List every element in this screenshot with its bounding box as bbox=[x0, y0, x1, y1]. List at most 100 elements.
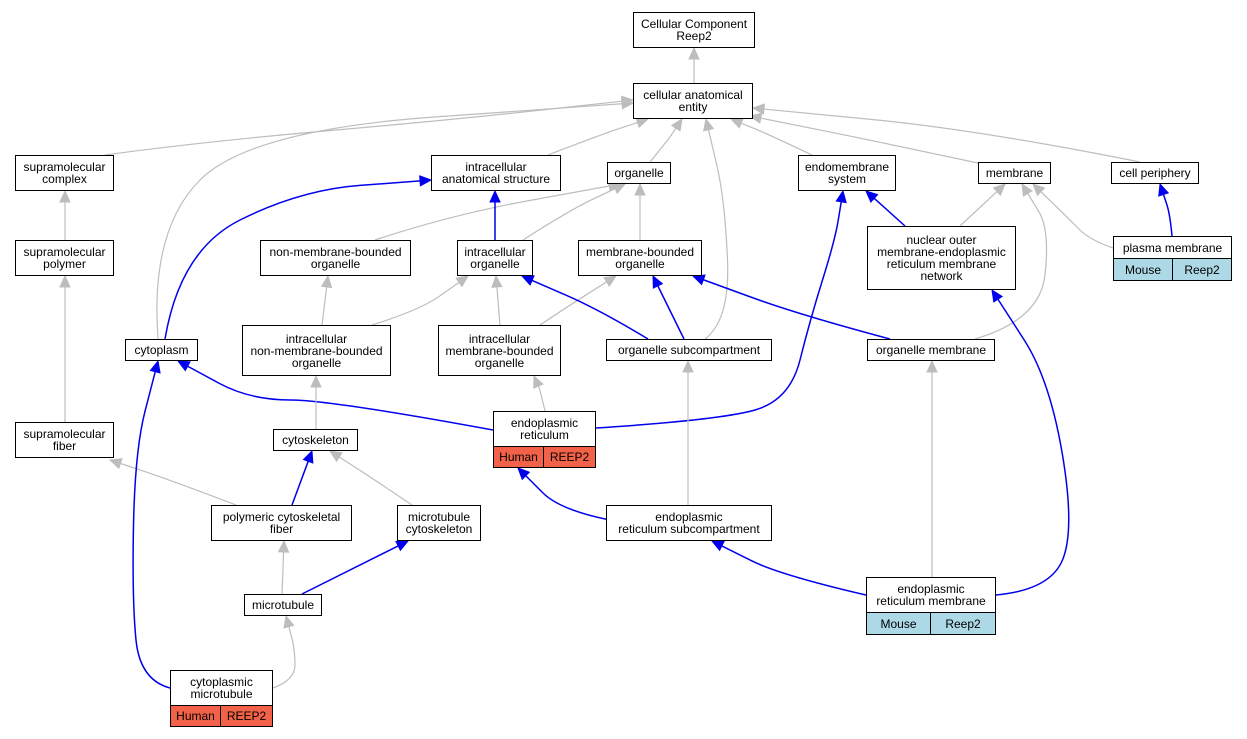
edge-line bbox=[371, 281, 460, 326]
edge-is-a-imbo-to-mbo bbox=[539, 275, 618, 326]
edge-line bbox=[374, 185, 610, 241]
gene-cell: REEP2 bbox=[544, 446, 596, 468]
node-cellular-component-reep2[interactable]: Cellular Component Reep2 bbox=[633, 12, 755, 48]
arrowhead-icon bbox=[491, 274, 503, 288]
node-non-membrane-bounded-organelle[interactable]: non-membrane-bounded organelle bbox=[260, 240, 411, 276]
arrowhead-icon bbox=[59, 189, 71, 203]
edge-line bbox=[120, 462, 237, 506]
node-er-membrane[interactable]: endoplasmic reticulum membrane bbox=[866, 577, 996, 613]
node-organelle-membrane[interactable]: organelle membrane bbox=[867, 339, 995, 361]
arrowhead-icon bbox=[1158, 182, 1170, 197]
node-microtubule-cytoskeleton[interactable]: microtubule cytoskeleton bbox=[397, 505, 481, 541]
arrowhead-icon bbox=[149, 359, 161, 374]
edge-part-of-pcf-to-cytoskeleton bbox=[291, 449, 314, 506]
arrowhead-icon bbox=[992, 183, 1006, 197]
arrowhead-icon bbox=[634, 182, 646, 196]
edge-is-a-mbo-to-organelle bbox=[634, 182, 646, 240]
edge-line bbox=[704, 129, 729, 340]
node-supramolecular-polymer[interactable]: supramolecular polymer bbox=[15, 240, 114, 276]
edge-line bbox=[321, 286, 328, 326]
node-endomembrane-system[interactable]: endomembrane system bbox=[798, 155, 896, 191]
node-plasma-membrane[interactable]: plasma membrane bbox=[1113, 236, 1232, 259]
edge-is-a-plasma_membrane-to-membrane bbox=[1032, 183, 1114, 249]
node-microtubule[interactable]: microtubule bbox=[244, 594, 322, 616]
edge-line bbox=[156, 103, 623, 340]
edge-line bbox=[760, 117, 979, 164]
edge-is-a-intra_org-to-organelle bbox=[522, 183, 627, 241]
edge-is-a-endomembrane-to-cae bbox=[729, 118, 813, 156]
gene-cell: REEP2 bbox=[221, 705, 273, 727]
arrowhead-icon bbox=[328, 450, 343, 463]
node-membrane-bounded-organelle[interactable]: membrane-bounded organelle bbox=[578, 240, 702, 276]
edge-is-a-cyto_mt-to-microtubule bbox=[272, 614, 296, 689]
node-cytoplasm[interactable]: cytoplasm bbox=[125, 339, 198, 361]
species-cell: Mouse bbox=[1113, 258, 1173, 281]
node-cellular-anatomical-entity[interactable]: cellular anatomical entity bbox=[633, 83, 753, 119]
arrowhead-icon bbox=[729, 118, 744, 129]
arrowhead-icon bbox=[108, 458, 123, 470]
node-endoplasmic-reticulum[interactable]: endoplasmic reticulum bbox=[493, 411, 596, 447]
node-cell-periphery[interactable]: cell periphery bbox=[1111, 162, 1199, 184]
arrowhead-icon bbox=[691, 274, 706, 286]
edge-line bbox=[547, 121, 638, 156]
edge-is-a-cytoskeleton-to-inmbo bbox=[310, 374, 322, 429]
species-cell: Mouse bbox=[866, 612, 931, 635]
edge-part-of-er-to-cytoplasm bbox=[176, 360, 494, 431]
arrowhead-icon bbox=[310, 374, 322, 388]
edge-is-a-supra_polymer-to-supra_complex bbox=[59, 189, 71, 240]
gene-cell: Reep2 bbox=[931, 612, 996, 635]
edge-line bbox=[959, 191, 998, 227]
arrowhead-icon bbox=[703, 117, 715, 132]
node-intracellular-membrane-bounded-organelle[interactable]: intracellular membrane-bounded organelle bbox=[438, 325, 561, 376]
edge-line bbox=[338, 456, 413, 506]
arrowhead-icon bbox=[835, 189, 847, 204]
edge-is-a-er-to-imbo bbox=[533, 374, 546, 412]
node-intracellular-organelle[interactable]: intracellular organelle bbox=[457, 240, 533, 276]
arrowhead-icon bbox=[419, 175, 433, 187]
node-nuclear-outer-membrane-er-network[interactable]: nuclear outer membrane-endoplasmic retic… bbox=[867, 226, 1016, 290]
edge-line bbox=[187, 365, 494, 431]
arrowhead-icon bbox=[533, 374, 544, 389]
node-intracellular-non-membrane-bounded-organelle[interactable]: intracellular non-membrane-bounded organ… bbox=[242, 325, 391, 376]
edge-is-a-microtubule-to-pcf bbox=[277, 539, 290, 595]
edge-line bbox=[740, 122, 813, 156]
gene-cell: Reep2 bbox=[1173, 258, 1232, 281]
node-membrane[interactable]: membrane bbox=[978, 162, 1051, 184]
edge-line bbox=[281, 551, 285, 595]
node-supramolecular-fiber[interactable]: supramolecular fiber bbox=[15, 422, 114, 458]
edge-line bbox=[763, 108, 1141, 163]
edge-is-a-org_subcomp-to-cae bbox=[703, 117, 729, 340]
node-er-subcompartment[interactable]: endoplasmic reticulum subcompartment bbox=[606, 505, 772, 541]
species-cell: Human bbox=[170, 705, 221, 727]
arrowhead-icon bbox=[489, 189, 501, 203]
edge-line bbox=[703, 279, 891, 340]
arrowhead-icon bbox=[635, 117, 650, 129]
edge-is-a-organelle-to-cae bbox=[649, 117, 683, 163]
arrowhead-icon bbox=[652, 274, 664, 289]
edge-is-a-cytoplasm-to-cae bbox=[156, 98, 635, 340]
edge-is-a-inmbo-to-intra_org bbox=[371, 275, 469, 326]
node-cytoplasmic-microtubule[interactable]: cytoplasmic microtubule bbox=[170, 670, 273, 706]
edge-line bbox=[539, 281, 608, 326]
edge-part-of-er_subcomp-to-er bbox=[517, 467, 611, 521]
edge-line bbox=[525, 475, 611, 521]
arrowhead-icon bbox=[1032, 183, 1046, 197]
arrowhead-icon bbox=[277, 539, 290, 553]
arrowhead-icon bbox=[455, 275, 469, 288]
edge-line bbox=[974, 193, 1048, 340]
node-supramolecular-complex[interactable]: supramolecular complex bbox=[15, 155, 114, 191]
arrowhead-icon bbox=[59, 274, 71, 288]
edge-part-of-nuclear_outer-to-endomembrane bbox=[865, 190, 906, 227]
node-organelle[interactable]: organelle bbox=[607, 162, 671, 184]
edge-line bbox=[164, 180, 421, 340]
node-organelle-subcompartment[interactable]: organelle subcompartment bbox=[606, 339, 772, 361]
node-intracellular-anatomical-structure[interactable]: intracellular anatomical structure bbox=[431, 155, 561, 191]
arrowhead-icon bbox=[517, 467, 531, 481]
edge-line bbox=[301, 545, 399, 595]
edge-is-a-org_membrane-to-membrane bbox=[974, 182, 1048, 340]
node-cytoskeleton[interactable]: cytoskeleton bbox=[273, 429, 358, 451]
arrowhead-icon bbox=[682, 359, 694, 373]
arrowhead-icon bbox=[926, 359, 938, 373]
edge-line bbox=[496, 286, 501, 326]
node-polymeric-cytoskeletal-fiber[interactable]: polymeric cytoskeletal fiber bbox=[211, 505, 352, 541]
